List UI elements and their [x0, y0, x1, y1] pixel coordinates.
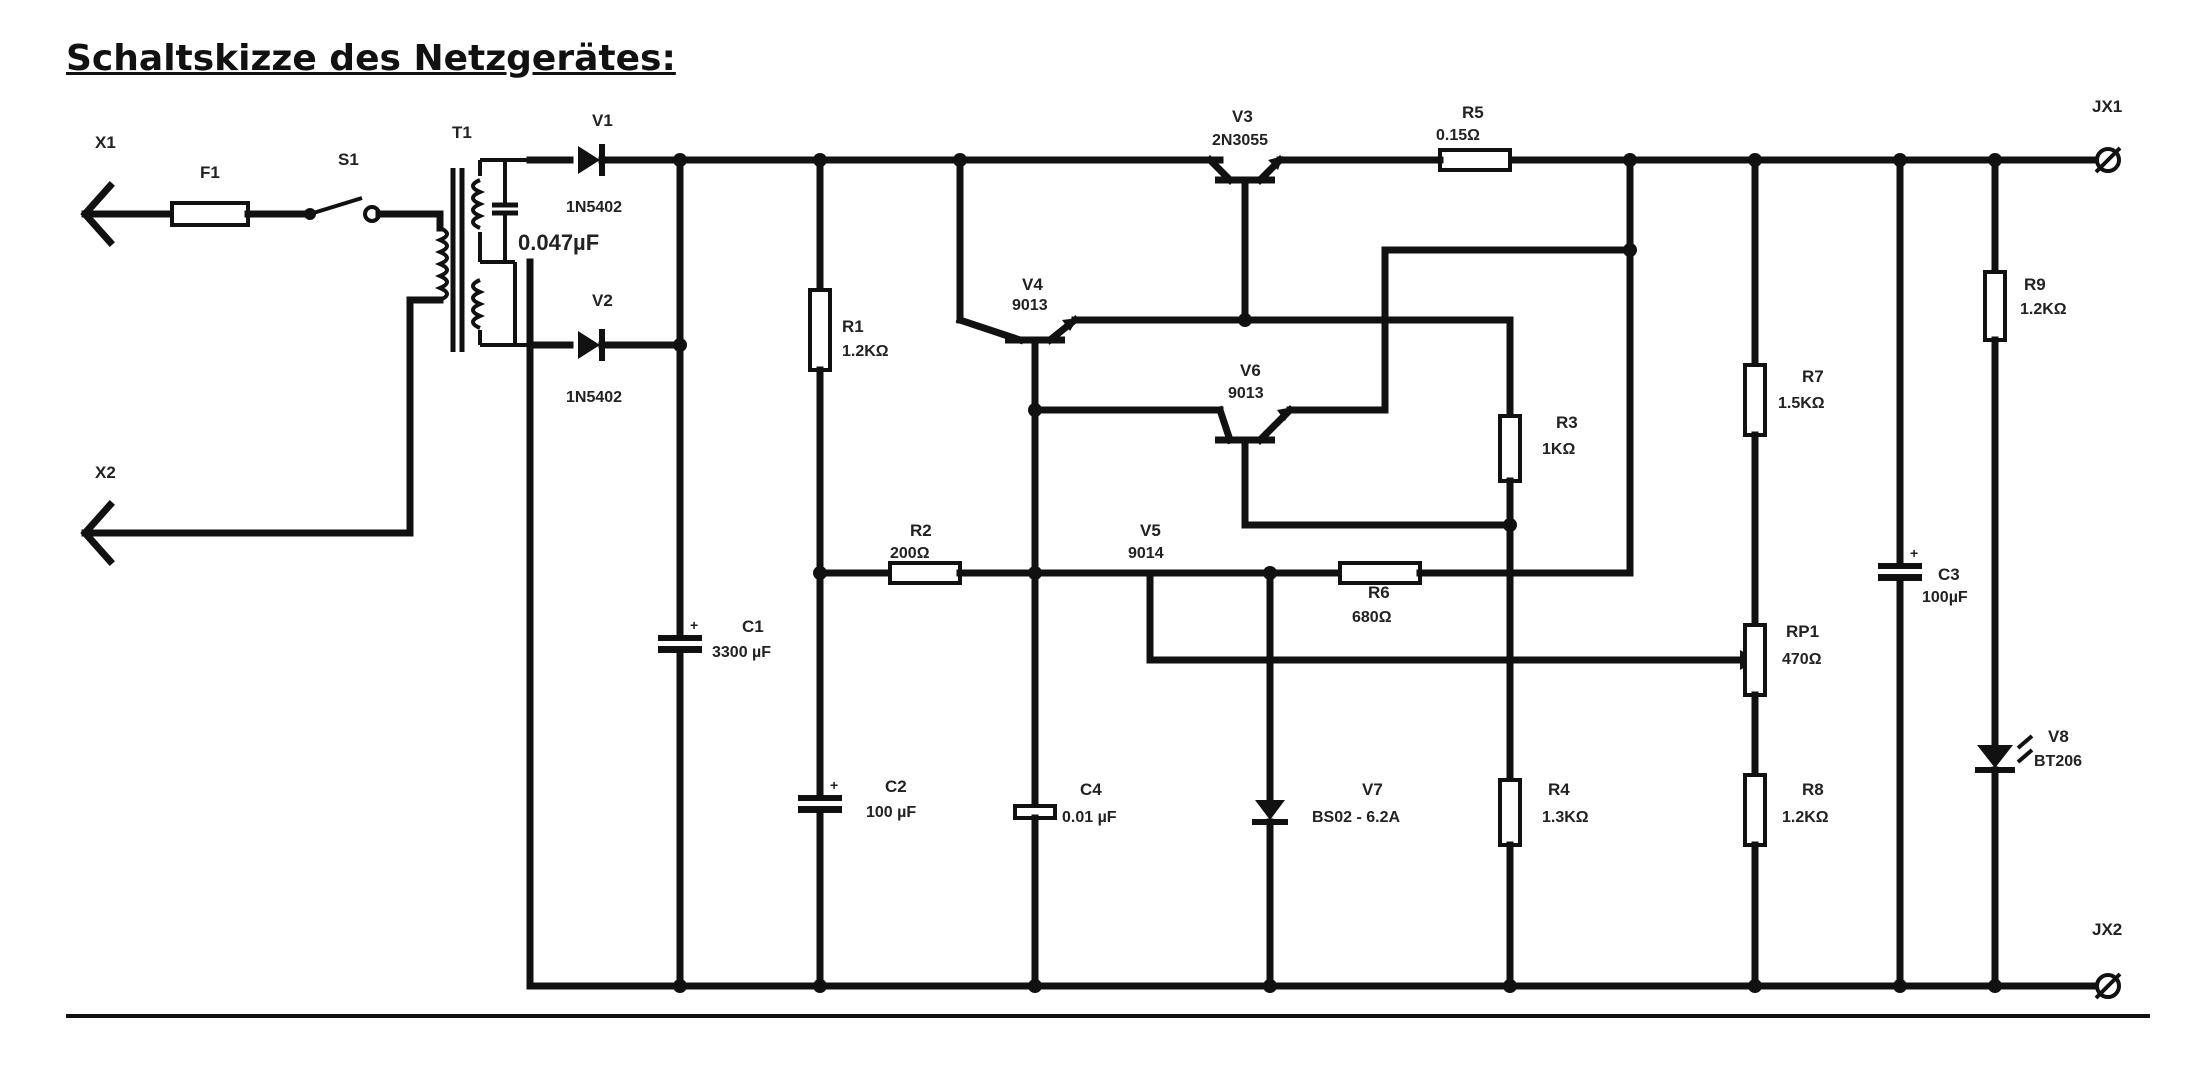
label-v5-value: 9014: [1128, 545, 1164, 562]
label-jx1: JX1: [2092, 97, 2122, 116]
label-c4-value: 0.01 µF: [1062, 809, 1117, 826]
fuse-f1: [170, 201, 250, 227]
label-rp1: RP1: [1786, 622, 1819, 641]
label-v3-value: 2N3055: [1212, 132, 1268, 149]
label-v7-value: BS02 - 6.2A: [1312, 809, 1400, 826]
label-r2: R2: [910, 521, 932, 540]
output-terminal-jx1: [2094, 146, 2122, 174]
label-x2: X2: [95, 463, 116, 482]
led-v8: [1975, 734, 2034, 773]
label-r2-value: 200Ω: [890, 545, 930, 562]
label-r8: R8: [1802, 780, 1824, 799]
resistor-r4: [1498, 778, 1522, 847]
label-c2: C2: [885, 777, 907, 796]
label-c3-value: 100µF: [1922, 589, 1968, 606]
svg-text:+: +: [1910, 545, 1918, 561]
label-v2: V2: [592, 291, 613, 310]
label-r3: R3: [1556, 413, 1578, 432]
label-cx-value: 0.047µF: [518, 230, 599, 255]
resistor-r7: [1743, 363, 1767, 437]
resistor-r8: [1743, 773, 1767, 847]
transformer-t1: [434, 158, 530, 352]
label-r8-value: 1.2KΩ: [1782, 809, 1829, 826]
resistor-r6: [1338, 561, 1422, 585]
transistor-v4: [955, 315, 1080, 414]
label-c4: C4: [1080, 780, 1102, 799]
diode-v1: [526, 144, 605, 176]
label-v6: V6: [1240, 361, 1261, 380]
label-r5: R5: [1462, 103, 1484, 122]
label-v2-value: 1N5402: [566, 389, 622, 406]
label-r6: R6: [1368, 583, 1390, 602]
junction-dots: [673, 153, 2002, 993]
potentiometer-rp1: [1743, 623, 1767, 697]
label-v1-value: 1N5402: [566, 199, 622, 216]
label-v5: V5: [1140, 521, 1161, 540]
label-r7-value: 1.5KΩ: [1778, 395, 1825, 412]
label-v8: V8: [2048, 727, 2069, 746]
input-terminal-x2: [80, 296, 444, 566]
label-x1: X1: [95, 133, 116, 152]
label-jx2: JX2: [2092, 920, 2122, 939]
label-t1: T1: [452, 123, 472, 142]
label-r6-value: 680Ω: [1352, 609, 1392, 626]
label-c1: C1: [742, 617, 764, 636]
input-terminal-x1: [80, 181, 176, 247]
svg-text:+: +: [830, 777, 838, 793]
resistor-r2: [888, 561, 962, 585]
label-s1: S1: [338, 150, 359, 169]
label-r1-value: 1.2KΩ: [842, 343, 889, 360]
label-v6-value: 9013: [1228, 385, 1264, 402]
label-r9: R9: [2024, 275, 2046, 294]
label-rp1-value: 470Ω: [1782, 651, 1822, 668]
label-r4-value: 1.3KΩ: [1542, 809, 1589, 826]
label-r4: R4: [1548, 780, 1570, 799]
label-c1-value: 3300 µF: [712, 644, 771, 661]
label-c2-value: 100 µF: [866, 804, 916, 821]
diode-v2: [526, 329, 605, 361]
label-v4: V4: [1022, 275, 1043, 294]
transistor-v3: [1205, 155, 1285, 324]
diagram-title: Schaltskizze des Netzgerätes:: [66, 38, 676, 79]
svg-text:+: +: [690, 617, 698, 633]
resistor-r3: [1498, 414, 1522, 483]
resistor-r5: [1438, 148, 1512, 172]
label-f1: F1: [200, 163, 220, 182]
output-terminal-jx2: [2094, 972, 2122, 1000]
label-r7: R7: [1802, 367, 1824, 386]
label-r1: R1: [842, 317, 864, 336]
label-v3: V3: [1232, 107, 1253, 126]
label-r5-value: 0.15Ω: [1436, 127, 1480, 144]
resistor-r9: [1983, 270, 2007, 342]
label-v7: V7: [1362, 780, 1383, 799]
capacitor-0047uf: [492, 160, 518, 262]
label-r3-value: 1KΩ: [1542, 441, 1575, 458]
label-v8-value: BT206: [2034, 753, 2082, 770]
label-v4-value: 9013: [1012, 297, 1048, 314]
resistor-r1: [808, 288, 832, 372]
label-v1: V1: [592, 111, 613, 130]
transistor-v6: [1215, 405, 1295, 529]
switch-s1: [304, 196, 381, 223]
label-r9-value: 1.2KΩ: [2020, 301, 2067, 318]
label-c3: C3: [1938, 565, 1960, 584]
